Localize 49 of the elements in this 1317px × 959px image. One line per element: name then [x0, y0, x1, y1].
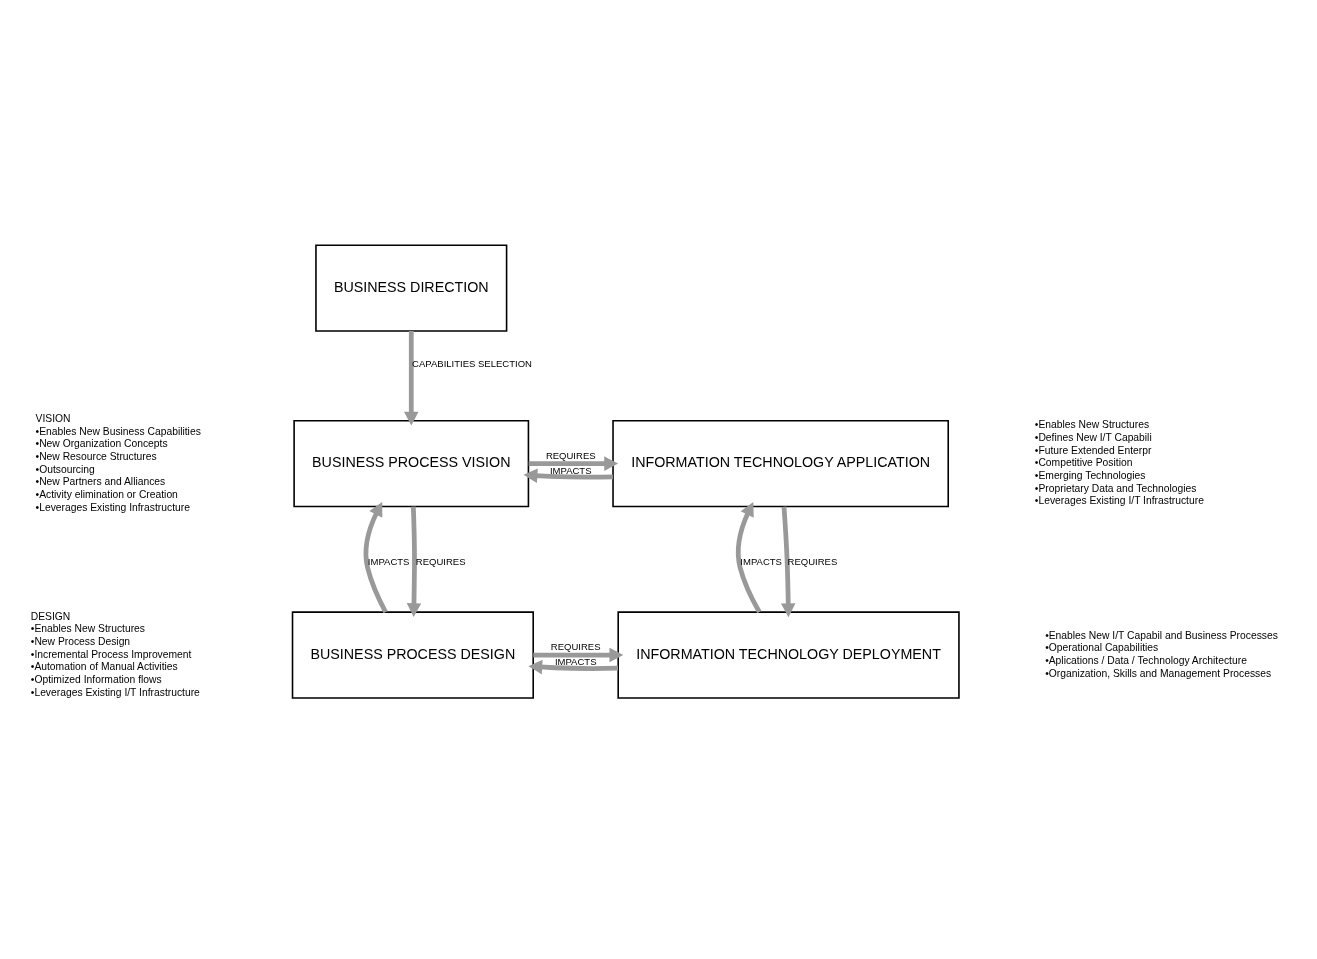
arrow — [735, 502, 762, 614]
node-label: •New Organization Concepts — [35, 438, 168, 450]
node-box: INFORMATION TECHNOLOGY APPLICATION — [612, 419, 950, 508]
arrow — [363, 502, 388, 614]
edge-label: IMPACTS — [549, 464, 592, 476]
node-box: INFORMATION TECHNOLOGY DEPLOYMENT — [617, 611, 960, 699]
arrow — [404, 330, 419, 426]
node-label: •Organization, Skills and Management Processes — [1045, 667, 1272, 679]
node-label: •Automation of Manual Activities — [30, 661, 178, 673]
node-label: •Competitive Position — [1034, 457, 1133, 469]
arrow — [533, 647, 624, 663]
edge-label: REQUIRES — [545, 449, 596, 461]
node-label: •Leverages Existing Infrastructure — [35, 501, 190, 513]
node-label: •Proprietary Data and Technologies — [1034, 482, 1197, 494]
node-label: •Emerging Technologies — [1034, 470, 1146, 482]
arrow — [528, 659, 619, 675]
node-label: •Enables New I/T Capabil and Business Processes — [1045, 629, 1278, 641]
node-label: •Activity elimination or Creation — [35, 489, 178, 501]
edge-label: REQUIRES — [415, 555, 466, 567]
node-label: •Future Extended Enterpr — [1034, 444, 1152, 456]
node-label: •New Process Design — [30, 636, 131, 648]
node-label: •Outsourcing — [35, 463, 95, 475]
node-label: •Optimized Information flows — [30, 674, 162, 686]
node-label: •Enables New Business Capabilities — [35, 425, 201, 437]
edge-label: IMPACTS — [554, 656, 597, 668]
arrow — [528, 456, 619, 471]
node-label: •Incremental Process Improvement — [30, 648, 192, 660]
node-label: DESIGN — [30, 610, 71, 622]
edge-label: IMPACTS — [740, 555, 782, 567]
arrow — [780, 506, 796, 618]
node-label: •Enables New Structures — [30, 623, 146, 635]
node-label: •Aplications / Data / Technology Architecture — [1045, 655, 1247, 667]
edge-label: REQUIRES — [787, 555, 838, 567]
edge-label: CAPABILITIES SELECTION — [412, 358, 532, 370]
node-box: BUSINESS PROCESS VISION — [293, 419, 530, 508]
node-label: •Leverages Existing I/T Infrastructure — [1034, 495, 1204, 507]
arrow — [406, 506, 422, 618]
node-label: •Defines New I/T Capabili — [1034, 431, 1152, 443]
node-box: BUSINESS DIRECTION — [315, 244, 508, 332]
node-label: •New Resource Structures — [35, 450, 157, 462]
arrow — [523, 468, 613, 483]
node-label: VISION — [35, 412, 71, 424]
node-box: BUSINESS PROCESS DESIGN — [291, 611, 534, 699]
edge-label: IMPACTS — [367, 555, 410, 567]
node-label: •Enables New Structures — [1034, 419, 1150, 431]
node-label: •Operational Capabilities — [1045, 642, 1159, 654]
edge-label: REQUIRES — [550, 640, 601, 652]
node-label: •New Partners and Alliances — [35, 476, 166, 488]
node-label: •Leverages Existing I/T Infrastructure — [30, 686, 200, 698]
